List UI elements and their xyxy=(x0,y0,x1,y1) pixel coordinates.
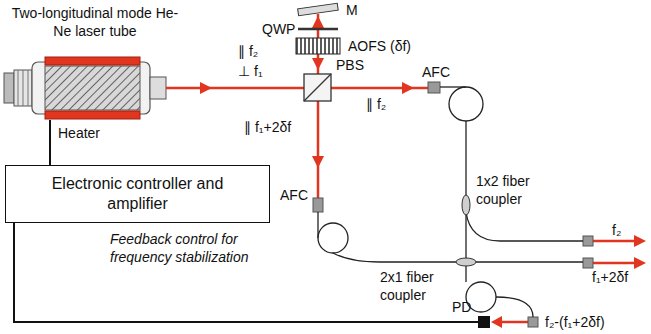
afc-label: AFC xyxy=(280,186,308,204)
laser-tube: Two-longitudinal mode He-Ne laser tube xyxy=(2,56,168,120)
node-text: PD xyxy=(452,298,471,316)
control-wire xyxy=(50,120,51,165)
frequency-label: f₁+2δf xyxy=(592,268,628,286)
polarization-label: ∥ f₁+2δf xyxy=(244,118,291,136)
controller-box: Electronic controller and amplifier xyxy=(5,165,270,223)
afc-label: AFC xyxy=(422,63,450,81)
mirror-label: M xyxy=(346,1,358,19)
node-text: Two-longitudinal mode He-Ne laser tube xyxy=(10,4,180,40)
optical-fibers xyxy=(318,87,583,317)
laser-tube-drawing xyxy=(4,57,166,119)
quarter-wave-plate xyxy=(298,28,338,31)
fiber-couplers xyxy=(456,195,476,266)
node-text: Electronic controller and amplifier xyxy=(38,174,238,214)
fiber-connectors xyxy=(313,82,593,327)
coupler-label: 2x1 fiber coupler xyxy=(380,268,454,304)
polarization-label: ⊥ f₁ xyxy=(238,62,263,80)
frequency-label: f₂ xyxy=(612,221,621,239)
photodetector: PD xyxy=(478,316,490,328)
aofs-label: AOFS (δf) xyxy=(348,37,411,55)
control-wire xyxy=(14,223,478,322)
polarization-label: ∥ f₂ xyxy=(366,95,386,113)
heater-label: Heater xyxy=(58,124,100,142)
frequency-label: f₂-(f₁+2δf) xyxy=(545,313,605,331)
qwp-label: QWP xyxy=(262,20,295,38)
pbs-label: PBS xyxy=(336,56,364,74)
coupler-label: 1x2 fiber coupler xyxy=(476,172,550,208)
acousto-optic-shifter xyxy=(296,38,340,54)
polarization-label: ∥ f₂ xyxy=(238,42,258,60)
edge-label: Feedback control for frequency stabiliza… xyxy=(110,230,278,266)
mirror xyxy=(298,3,339,15)
beam-splitter xyxy=(304,74,331,101)
